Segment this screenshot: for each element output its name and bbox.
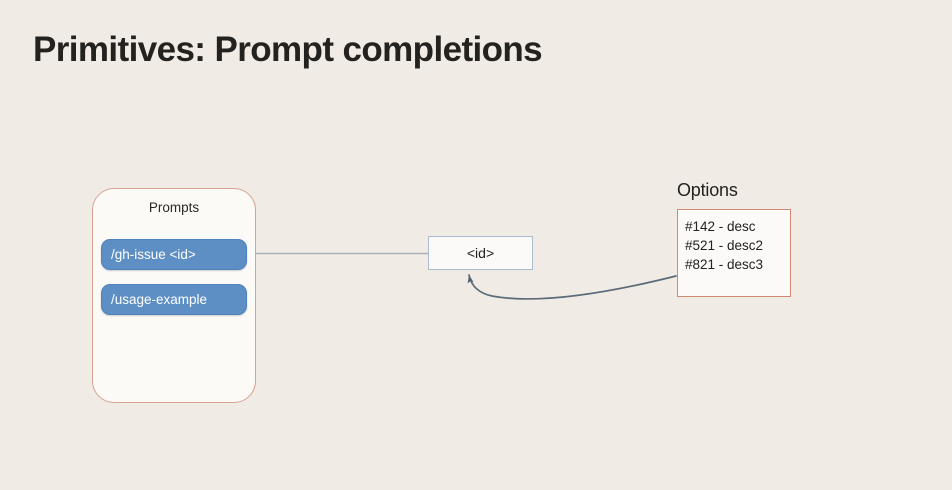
id-argument-node[interactable]: <id> <box>428 236 533 270</box>
prompts-panel: Prompts /gh-issue <id> /usage-example <box>92 188 256 403</box>
option-line-142[interactable]: #142 - desc <box>685 219 756 234</box>
prompts-panel-heading: Prompts <box>148 200 200 215</box>
connector-options-to-id <box>467 274 677 300</box>
options-heading: Options <box>677 180 738 200</box>
prompt-item-gh-issue[interactable]: /gh-issue <id> <box>101 239 247 270</box>
options-panel[interactable]: #142 - desc #521 - desc2 #821 - desc3 <box>677 209 791 297</box>
page-title: Primitives: Prompt completions <box>33 30 543 69</box>
prompt-item-usage-example[interactable]: /usage-example <box>101 284 247 315</box>
option-line-821[interactable]: #821 - desc3 <box>685 257 764 272</box>
option-line-521[interactable]: #521 - desc2 <box>685 238 764 253</box>
